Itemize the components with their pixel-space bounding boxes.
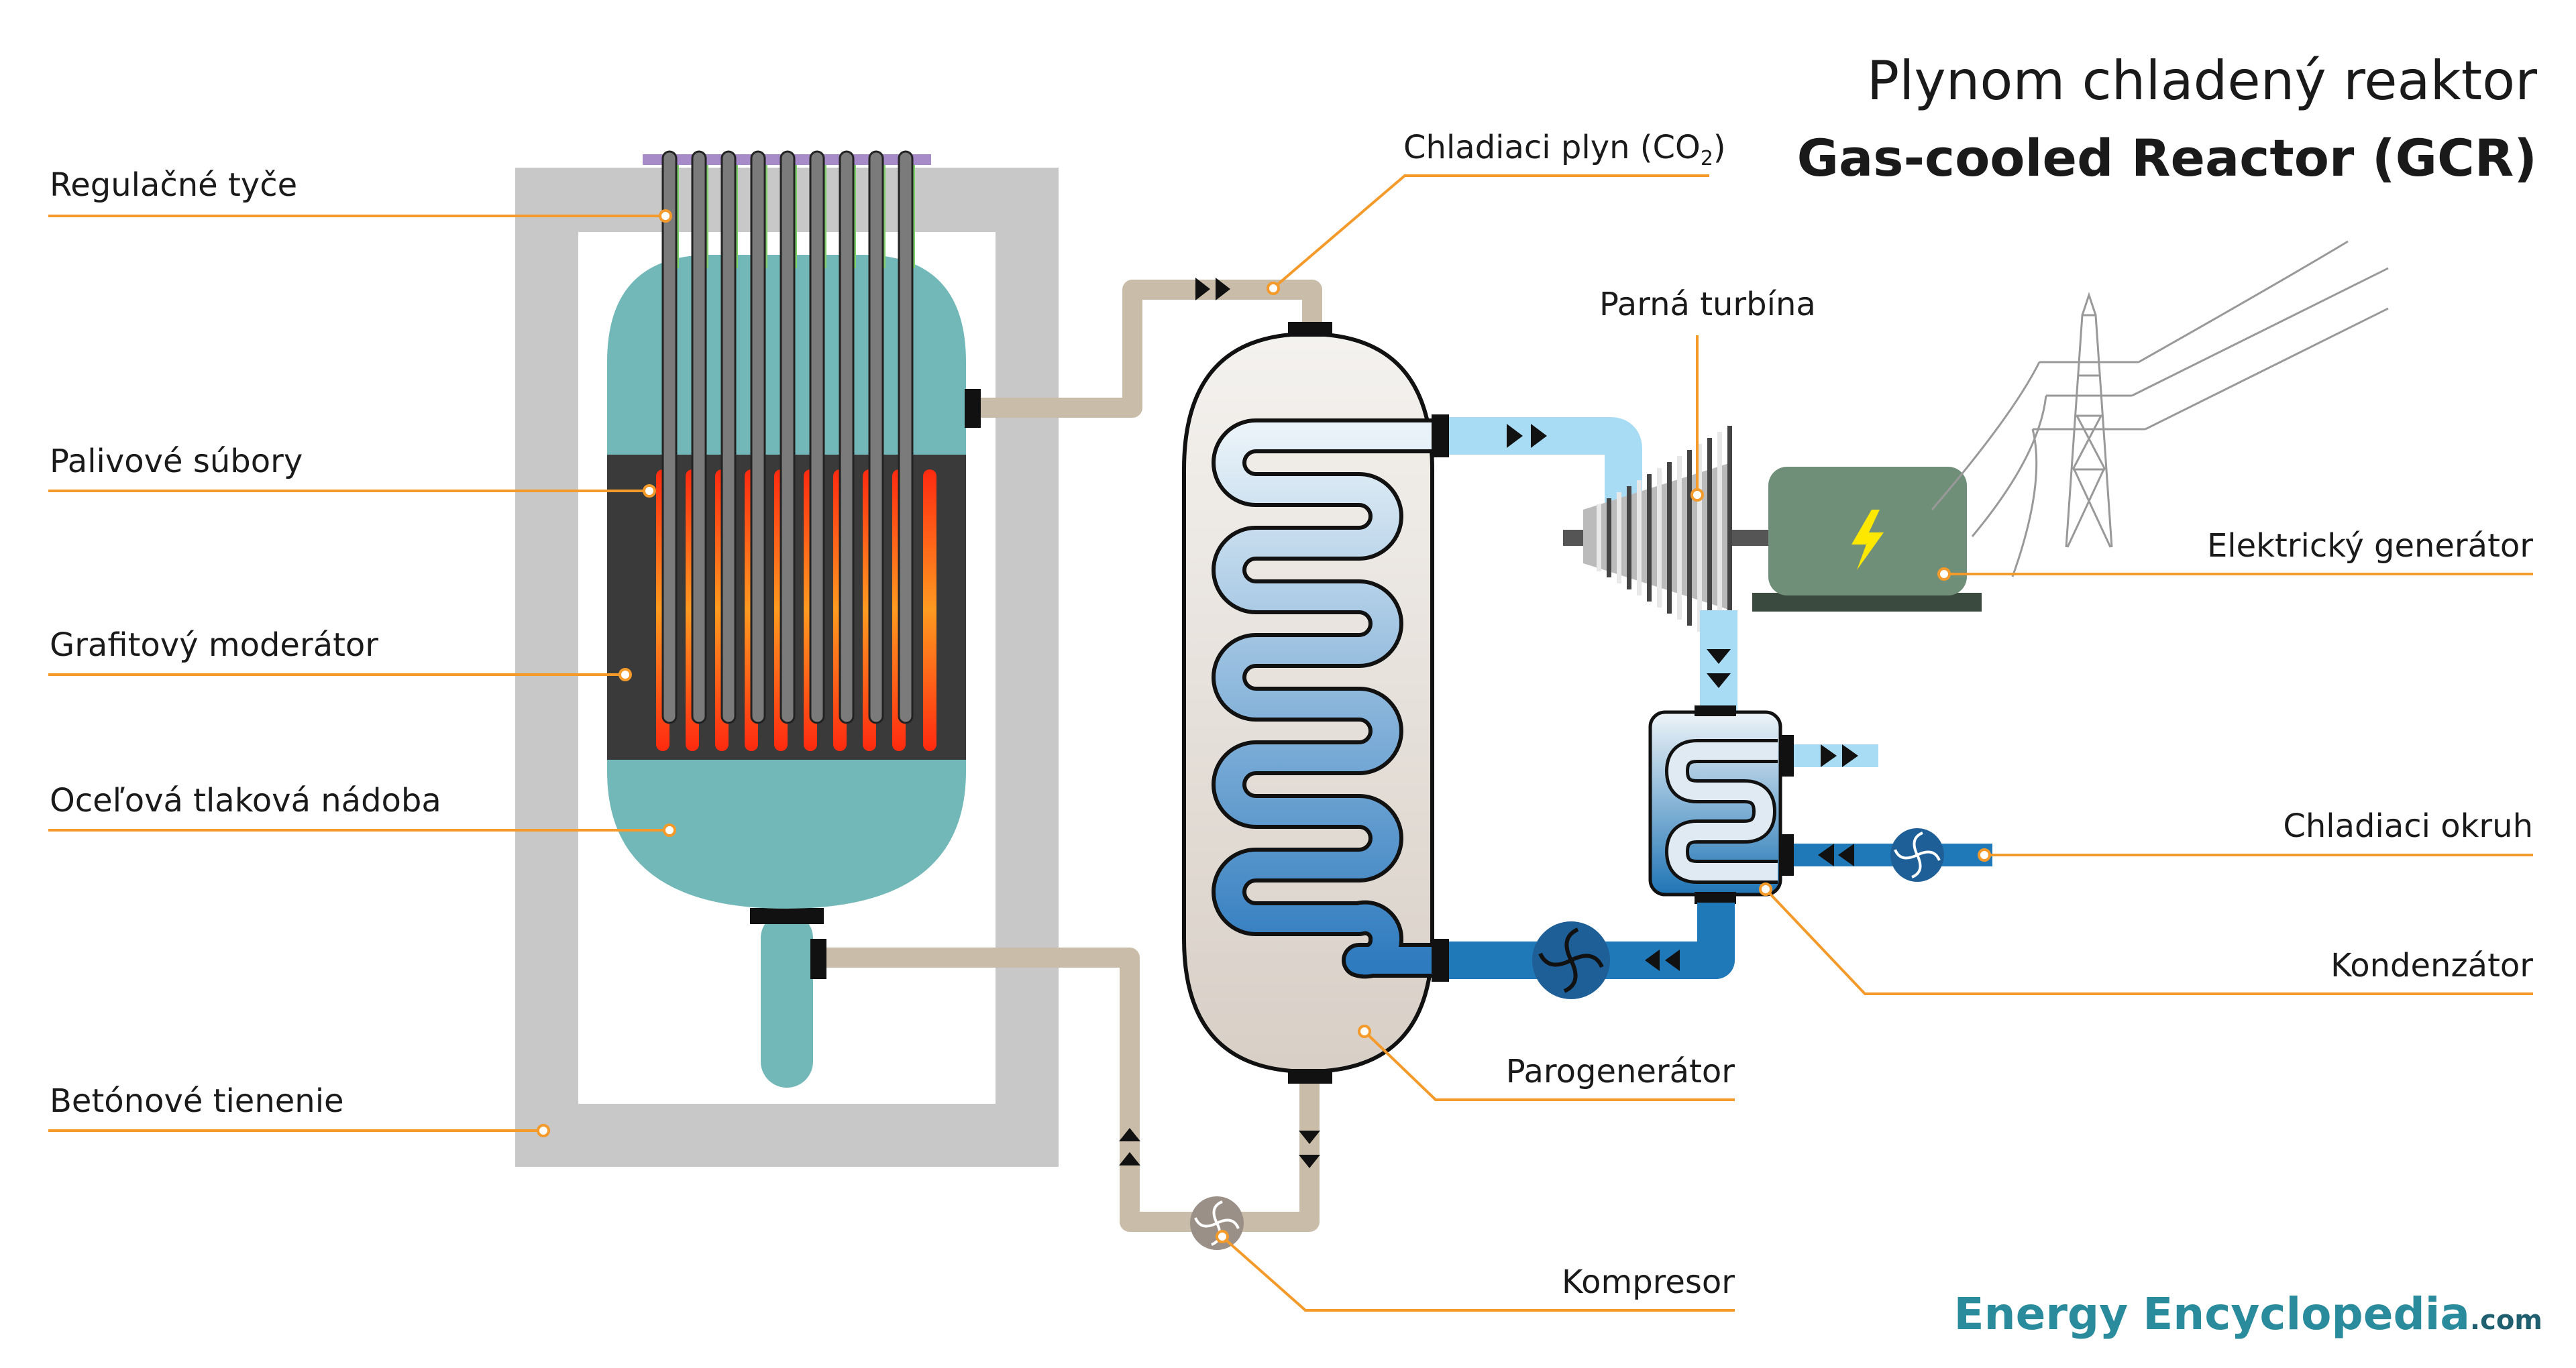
lightning-bolt-icon — [1851, 510, 1884, 570]
label-compressor: Kompresor — [1562, 1263, 1735, 1301]
turbine-blade — [1597, 504, 1601, 571]
turbine-blade — [1637, 480, 1642, 595]
label-fuel-assemblies: Palivové súbory — [50, 443, 303, 480]
control-rod — [720, 150, 737, 724]
fan-icon — [1890, 828, 1944, 882]
control-rods — [643, 150, 936, 751]
turbine-blade — [1617, 492, 1621, 583]
control-rod — [661, 150, 678, 724]
co2-hot-pipe — [965, 278, 1322, 428]
feedwater-line — [1449, 903, 1735, 999]
labels: Regulačné tyče Palivové súbory Grafitový… — [50, 129, 2533, 1301]
label-concrete-shielding: Betónové tienenie — [50, 1082, 344, 1120]
condenser — [1648, 705, 1794, 904]
label-steam-turbine: Parná turbína — [1599, 286, 1816, 323]
fuel-rod — [923, 469, 936, 751]
fan-icon — [1532, 921, 1610, 999]
cooling-circuit — [1794, 744, 1992, 882]
control-rod — [898, 150, 914, 724]
turbine-blade — [1627, 486, 1631, 589]
turbine-blade — [1607, 498, 1611, 577]
steam-line — [1449, 417, 1642, 510]
label-steam-generator: Parogenerátor — [1506, 1053, 1735, 1090]
label-graphite-moderator: Grafitový moderátor — [50, 626, 378, 664]
turbine-blade — [1707, 438, 1712, 638]
control-rod — [750, 150, 766, 724]
label-condenser: Kondenzátor — [2330, 947, 2533, 984]
control-rod — [868, 150, 884, 724]
title: Plynom chladený reaktor Gas-cooled React… — [1797, 50, 2538, 188]
control-rod — [691, 150, 707, 724]
label-generator: Elektrický generátor — [2207, 527, 2533, 565]
turbine-blade — [1697, 444, 1702, 632]
steam-generator — [1182, 322, 1449, 1084]
electric-generator — [1752, 467, 1982, 612]
control-rod — [780, 150, 796, 724]
title-english: Gas-cooled Reactor (GCR) — [1797, 128, 2537, 188]
turbine-blade — [1667, 462, 1672, 614]
label-pressure-vessel: Oceľová tlaková nádoba — [50, 782, 441, 819]
turbine-blade — [1727, 426, 1732, 650]
control-rod — [839, 150, 855, 724]
exhaust-line — [1700, 610, 1737, 718]
turbine-blade — [1687, 450, 1692, 626]
title-slovak: Plynom chladený reaktor — [1867, 50, 2537, 112]
pylon-icon — [1931, 240, 2389, 577]
leader-lines — [48, 174, 2533, 1312]
turbine-blade — [1717, 432, 1722, 644]
label-coolant-gas: Chladiaci plyn (CO2) — [1403, 129, 1726, 170]
co2-cold-pipe — [810, 939, 1320, 1232]
control-rod — [809, 150, 825, 724]
fan-icon — [1194, 1200, 1240, 1246]
compressor — [1190, 1196, 1244, 1250]
label-cooling-circuit: Chladiaci okruh — [2283, 807, 2533, 845]
turbine-blade — [1677, 456, 1682, 620]
turbine-blade — [1647, 474, 1652, 602]
label-control-rods: Regulačné tyče — [50, 166, 297, 204]
turbine-blade — [1657, 468, 1662, 608]
